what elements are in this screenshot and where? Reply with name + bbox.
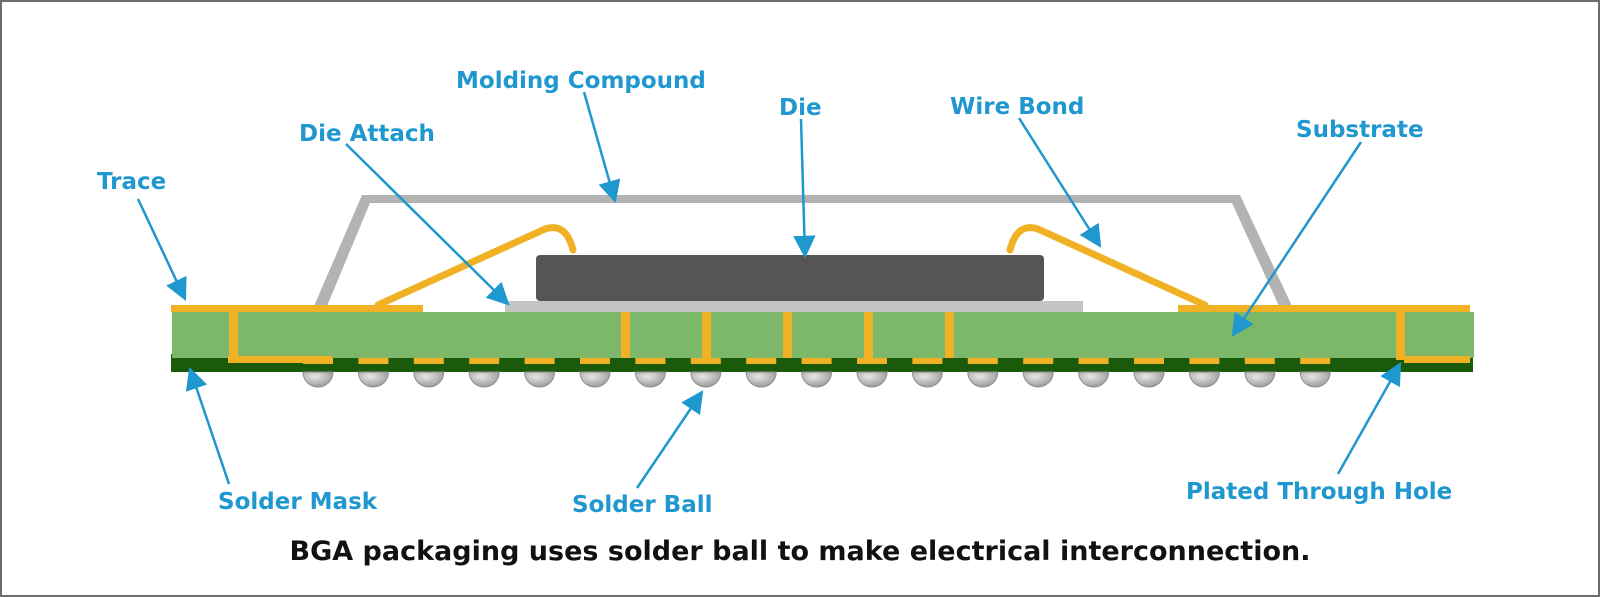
- solder-ball: [1299, 371, 1331, 388]
- label-solder-mask: Solder Mask: [218, 489, 378, 515]
- solder-pad: [1023, 358, 1054, 364]
- via: [783, 312, 792, 358]
- solder-pad: [1078, 358, 1109, 364]
- solder-ball: [801, 371, 833, 388]
- solder-pad: [690, 358, 721, 364]
- trace-bottom-left: [228, 356, 332, 363]
- solder-ball: [579, 371, 611, 388]
- via: [864, 312, 873, 358]
- solder-ball: [524, 371, 556, 388]
- solder-ball: [1188, 371, 1220, 388]
- solder-pad: [413, 358, 444, 364]
- internal-vias: [621, 312, 954, 358]
- via: [621, 312, 630, 358]
- plated-through-hole-left: [229, 310, 238, 360]
- solder-ball: [1244, 371, 1276, 388]
- arrow-plated-through-hole: [1336, 362, 1402, 475]
- solder-ball: [967, 371, 999, 388]
- solder-pad: [358, 358, 389, 364]
- figure-caption: BGA packaging uses solder ball to make e…: [289, 536, 1311, 567]
- via: [702, 312, 711, 358]
- trace-bottom-right: [1404, 356, 1470, 363]
- wire-bond-left: [374, 224, 577, 309]
- solder-pad: [524, 358, 555, 364]
- arrow-wire-bond: [1017, 117, 1102, 248]
- solder-ball: [690, 371, 722, 388]
- arrow-solder-ball: [635, 390, 704, 489]
- solder-ball: [468, 371, 500, 388]
- solder-pad: [580, 358, 610, 364]
- substrate: [172, 312, 1474, 358]
- arrow-trace: [136, 198, 187, 302]
- solder-pad: [1300, 358, 1331, 364]
- die-attach: [505, 301, 1083, 312]
- label-die: Die: [779, 95, 822, 121]
- label-trace: Trace: [97, 169, 166, 195]
- solder-pad: [857, 358, 887, 364]
- solder-pad: [967, 358, 998, 364]
- plated-through-hole-right: [1396, 310, 1405, 360]
- arrow-die-attach: [345, 143, 510, 306]
- solder-ball: [1078, 371, 1110, 388]
- label-molding-compound: Molding Compound: [456, 68, 706, 94]
- die: [536, 255, 1044, 301]
- solder-pad: [1134, 358, 1164, 364]
- solder-balls: [302, 358, 1331, 388]
- solder-ball: [634, 371, 666, 388]
- label-plated-through-hole: Plated Through Hole: [1186, 479, 1452, 505]
- solder-ball: [856, 371, 888, 388]
- label-solder-ball: Solder Ball: [572, 492, 712, 518]
- arrow-solder-mask: [185, 366, 231, 485]
- callout-arrows: [136, 91, 1402, 489]
- solder-ball: [357, 371, 389, 388]
- solder-pad: [1244, 358, 1275, 364]
- solder-pad: [635, 358, 666, 364]
- arrow-molding-compound: [582, 91, 621, 204]
- solder-pad: [469, 358, 500, 364]
- label-wire-bond: Wire Bond: [950, 94, 1084, 120]
- solder-ball: [1133, 371, 1165, 388]
- via: [945, 312, 954, 358]
- arrow-die: [793, 118, 816, 259]
- arrow-substrate: [1231, 141, 1363, 337]
- trace-right: [1178, 305, 1470, 312]
- solder-ball: [413, 371, 445, 388]
- label-die-attach: Die Attach: [299, 121, 435, 147]
- solder-ball: [302, 371, 334, 388]
- solder-pad: [1189, 358, 1220, 364]
- trace-left: [171, 305, 423, 312]
- solder-pad: [912, 358, 943, 364]
- label-substrate: Substrate: [1296, 117, 1424, 143]
- solder-pad: [746, 358, 777, 364]
- solder-ball: [1022, 371, 1054, 388]
- solder-pad: [303, 358, 333, 364]
- solder-ball: [745, 371, 777, 388]
- solder-ball: [911, 371, 943, 388]
- wire-bond-right: [1006, 224, 1209, 309]
- solder-pad: [801, 358, 832, 364]
